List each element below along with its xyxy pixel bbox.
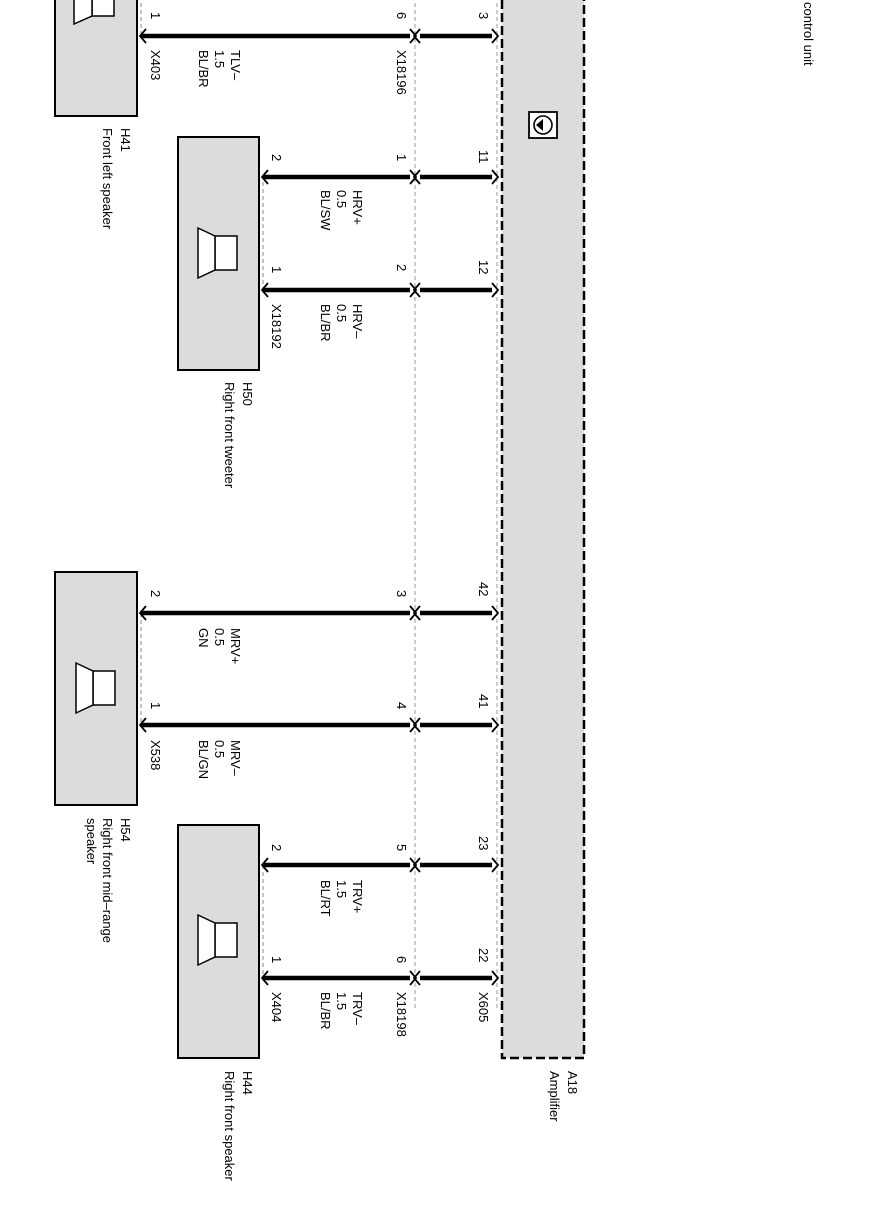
- wire-color: GN: [196, 628, 211, 648]
- speaker-ref-h41: H41: [118, 128, 133, 152]
- wire-color: BL/BR: [318, 304, 333, 342]
- amp-pin: 42: [476, 582, 491, 596]
- speaker-box-h41: [54, 0, 138, 117]
- amp-pin: 22: [476, 948, 491, 962]
- speaker-name-h41: Front left speaker: [100, 128, 115, 230]
- amplifier-name: Amplifier: [547, 1071, 562, 1122]
- speaker-ref-h54: H54: [118, 818, 133, 842]
- amp-pin: 3: [476, 12, 491, 19]
- mid-pin: 6: [394, 956, 409, 963]
- connector-label-x18192: X18192: [269, 304, 284, 349]
- speaker-name-h54: Right front mid–range: [100, 818, 115, 943]
- speaker-box-h50: [177, 136, 260, 371]
- spk-pin: 2: [269, 154, 284, 161]
- wire-size: 0.5: [334, 304, 349, 322]
- wire-signal: MRV+: [228, 628, 243, 664]
- wire-signal: HRV–: [350, 304, 365, 339]
- amplifier-box: [500, 0, 586, 1060]
- connector-label-x605: X605: [476, 992, 491, 1022]
- wire-size: 0.5: [212, 740, 227, 758]
- wire-signal: TRV–: [350, 992, 365, 1026]
- spk-pin: 1: [269, 956, 284, 963]
- speaker-name-h44: Right front speaker: [222, 1071, 237, 1182]
- mid-pin: 2: [394, 264, 409, 271]
- wire-signal: TLV–: [228, 50, 243, 81]
- spk-pin: 1: [148, 702, 163, 709]
- speaker-box-h54: [54, 571, 138, 806]
- mid-pin: 4: [394, 702, 409, 709]
- amplifier-ref: A18: [565, 1071, 580, 1094]
- speaker-box-h44: [177, 824, 260, 1059]
- wire-color: BL/RT: [318, 880, 333, 917]
- connector-label-x18198: X18198: [394, 992, 409, 1037]
- connector-label-x18196: X18196: [394, 50, 409, 95]
- amp-pin: 11: [476, 150, 491, 164]
- wire-size: 1.5: [212, 50, 227, 68]
- wire-size: 0.5: [212, 628, 227, 646]
- amp-pin: 41: [476, 694, 491, 708]
- mid-pin: 6: [394, 12, 409, 19]
- wire-size: 0.5: [334, 190, 349, 208]
- speaker-name-h54-line2: speaker: [84, 818, 99, 865]
- wire-signal: MRV–: [228, 740, 243, 777]
- mid-pin: 5: [394, 844, 409, 851]
- control-unit-label: control unit: [801, 2, 816, 66]
- connector-label-x538: X538: [148, 740, 163, 770]
- speaker-ref-h50: H50: [240, 382, 255, 406]
- amp-pin: 23: [476, 836, 491, 850]
- speaker-ref-h44: H44: [240, 1071, 255, 1095]
- connector-label-x403: X403: [148, 50, 163, 80]
- speaker-name-h50: Right front tweeter: [222, 382, 237, 489]
- spk-pin: 2: [269, 844, 284, 851]
- wire-color: BL/BR: [318, 992, 333, 1030]
- terminal-ticks: [138, 28, 500, 986]
- spk-pin: 1: [269, 266, 284, 273]
- wire-signal: TRV+: [350, 880, 365, 913]
- mid-pin: 3: [394, 590, 409, 597]
- amp-pin: 12: [476, 260, 491, 274]
- spk-pin: 1: [148, 12, 163, 19]
- amplifier-logo-icon: [528, 111, 558, 139]
- connector-label-x404: X404: [269, 992, 284, 1022]
- wire-signal: HRV+: [350, 190, 365, 225]
- wire-color: BL/GN: [196, 740, 211, 779]
- wire-size: 1.5: [334, 880, 349, 898]
- wire-size: 1.5: [334, 992, 349, 1010]
- wire-color: BL/BR: [196, 50, 211, 88]
- spk-pin: 2: [148, 590, 163, 597]
- mid-pin: 1: [394, 154, 409, 161]
- wire-color: BL/SW: [318, 190, 333, 231]
